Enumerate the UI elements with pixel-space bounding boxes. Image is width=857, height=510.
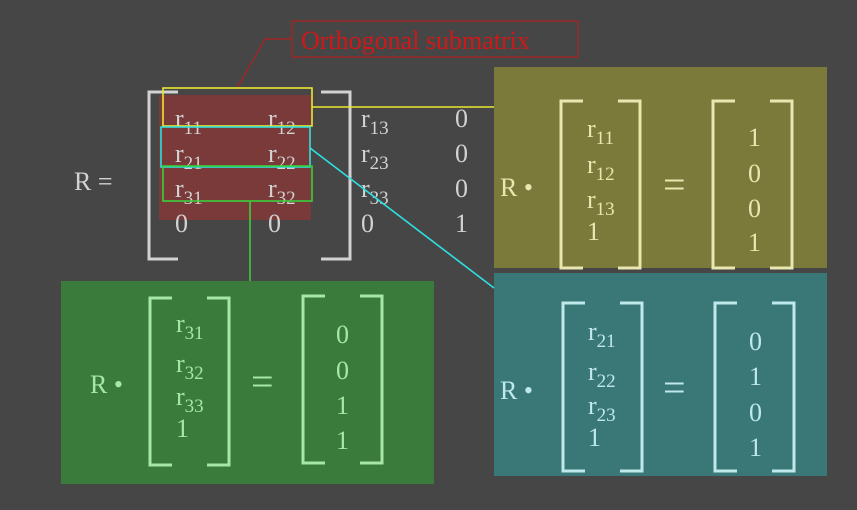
row2-equals-sign: = (663, 365, 686, 410)
row3-vector-right-bracket (207, 296, 231, 467)
row3-result-entry-4: 1 (336, 426, 349, 455)
row1-result-entry-2: 0 (748, 159, 761, 188)
main-matrix-cell-r2c4: 0 (455, 139, 468, 168)
main-matrix-cell-r1c1: r11 (175, 104, 202, 139)
main-matrix-cell-r1c3: r13 (361, 104, 389, 139)
row2-result-entry-4: 1 (749, 433, 762, 462)
row2-connector-line (309, 147, 495, 289)
row1-result-left-bracket (711, 99, 735, 270)
panel-row3-bg (61, 281, 434, 484)
row3-result-entry-2: 0 (336, 356, 349, 385)
main-matrix-cell-r2c2: r22 (268, 139, 296, 174)
row3-vector-entry-2: r32 (176, 349, 204, 384)
row2-vector-left-bracket (561, 301, 585, 473)
row2-vector-entry-1: r21 (588, 317, 616, 352)
row2-vector-right-bracket (620, 301, 644, 473)
main-matrix-cell-r4c1: 0 (175, 209, 188, 238)
main-matrix-cell-r3c2: r32 (268, 174, 296, 209)
panel-row2-bg (494, 273, 827, 476)
main-matrix-cell-r2c3: r23 (361, 139, 389, 174)
title-text: Orthogonal submatrix (301, 26, 530, 55)
row1-vector-entry-1: r11 (587, 114, 614, 149)
row3-vector-left-bracket (148, 296, 172, 467)
row3-operator: R • (90, 370, 123, 399)
row1-vector-right-bracket (618, 99, 642, 270)
main-matrix-cell-r2c1: r21 (175, 139, 203, 174)
main-matrix-cell-r4c4: 1 (455, 209, 468, 238)
row3-highlight-box (162, 165, 313, 202)
submatrix-shade (159, 95, 311, 220)
row3-result-entry-3: 1 (336, 391, 349, 420)
main-matrix-cell-r4c3: 0 (361, 209, 374, 238)
row2-vector-entry-4: 1 (588, 423, 601, 452)
panel-row1-bg (494, 67, 827, 268)
row2-result-entry-2: 1 (749, 362, 762, 391)
row1-vector-entry-4: 1 (587, 217, 600, 246)
row1-result-right-bracket (770, 99, 794, 270)
row2-highlight-box (160, 126, 311, 168)
row2-result-right-bracket (772, 301, 796, 473)
row1-vector-entry-2: r12 (587, 150, 615, 185)
row1-vector-entry-3: r13 (587, 185, 615, 220)
row1-result-entry-3: 0 (748, 194, 761, 223)
row3-result-left-bracket (301, 294, 325, 465)
row3-result-right-bracket (360, 294, 384, 465)
row3-result-entry-1: 0 (336, 320, 349, 349)
row2-vector-entry-2: r22 (588, 357, 616, 392)
main-matrix-right-bracket (321, 90, 352, 261)
row1-result-entry-4: 1 (748, 228, 761, 257)
row2-result-left-bracket (713, 301, 737, 473)
main-matrix-cell-r3c4: 0 (455, 174, 468, 203)
row3-equals-sign: = (251, 359, 274, 404)
row3-vector-entry-3: r33 (176, 382, 204, 417)
row2-result-entry-3: 0 (749, 398, 762, 427)
main-matrix-cell-r1c4: 0 (455, 104, 468, 133)
row2-operator: R • (500, 376, 533, 405)
row3-vector-entry-1: r31 (176, 309, 204, 344)
row1-result-entry-1: 1 (748, 123, 761, 152)
main-matrix-cell-r4c2: 0 (268, 209, 281, 238)
main-matrix-cell-r3c1: r31 (175, 174, 203, 209)
row2-vector-entry-3: r23 (588, 391, 616, 426)
title-leader-line (236, 38, 292, 89)
main-matrix-cell-r1c2: r12 (268, 104, 296, 139)
row3-vector-entry-4: 1 (176, 414, 189, 443)
main-matrix-label: R = (74, 167, 113, 196)
row2-result-entry-1: 0 (749, 327, 762, 356)
row1-vector-left-bracket (559, 99, 583, 270)
row1-equals-sign: = (663, 162, 686, 207)
row1-operator: R • (500, 173, 533, 202)
